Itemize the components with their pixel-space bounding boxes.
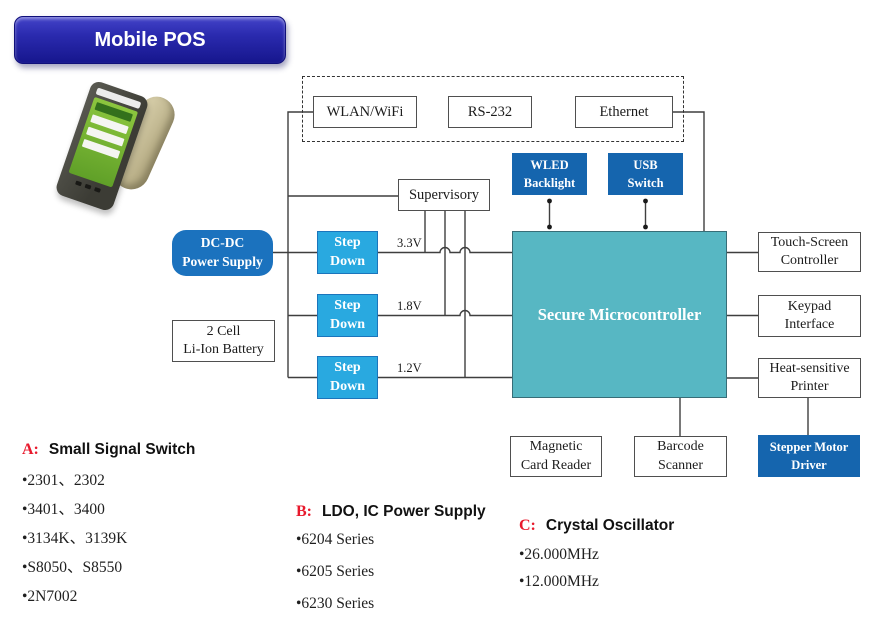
list-item: •12.000MHz	[519, 573, 599, 590]
list-item: •3134K、3139K	[22, 530, 128, 547]
voltage-label-1v2: 1.2V	[397, 361, 422, 375]
list-item: •S8050、S8550	[22, 559, 123, 576]
list-a-header: A: Small Signal Switch	[22, 441, 195, 459]
page-title: Mobile POS	[94, 28, 206, 51]
list-b-header: B: LDO, IC Power Supply	[296, 503, 486, 521]
list-a-key: A:	[22, 441, 39, 458]
block-li-ion-battery: 2 Cell Li-Ion Battery	[172, 320, 275, 362]
block-step-down-3: Step Down	[317, 356, 378, 399]
list-item: •2N7002	[22, 588, 78, 605]
list-item: •6204 Series	[296, 531, 375, 548]
voltage-label-1v8: 1.8V	[397, 299, 422, 313]
block-keypad-interface: Keypad Interface	[758, 295, 861, 337]
list-item: •3401、3400	[22, 501, 105, 518]
block-rs232: RS-232	[448, 96, 532, 128]
block-barcode-scanner: Barcode Scanner	[634, 436, 727, 477]
block-wled-backlight: WLED Backlight	[512, 153, 587, 195]
block-stepper-motor-driver: Stepper Motor Driver	[758, 435, 860, 477]
block-magnetic-card-reader: Magnetic Card Reader	[510, 436, 602, 477]
block-touch-screen-controller: Touch-Screen Controller	[758, 232, 861, 272]
part-list-a-small-signal-switch: A: Small Signal Switch •2301、2302 •3401、…	[22, 441, 195, 611]
connectivity-group-outline	[302, 76, 684, 142]
list-c-header: C: Crystal Oscillator	[519, 517, 674, 535]
part-list-c-crystal-oscillator: C: Crystal Oscillator •26.000MHz •12.000…	[519, 517, 674, 595]
list-item: •2301、2302	[22, 472, 105, 489]
list-item: •6205 Series	[296, 563, 375, 580]
list-item: •6230 Series	[296, 595, 375, 612]
list-a-title: Small Signal Switch	[48, 441, 196, 458]
list-b-title: LDO, IC Power Supply	[322, 503, 486, 520]
block-step-down-1: Step Down	[317, 231, 378, 274]
block-supervisory: Supervisory	[398, 179, 490, 211]
list-item: •26.000MHz	[519, 546, 599, 563]
block-wlan-wifi: WLAN/WiFi	[313, 96, 417, 128]
block-heat-sensitive-printer: Heat-sensitive Printer	[758, 358, 861, 398]
title-banner: Mobile POS	[14, 16, 286, 64]
block-step-down-2: Step Down	[317, 294, 378, 337]
list-c-title: Crystal Oscillator	[545, 517, 675, 534]
block-usb-switch: USB Switch	[608, 153, 683, 195]
list-c-key: C:	[519, 517, 536, 534]
list-b-key: B:	[296, 503, 312, 520]
block-ethernet: Ethernet	[575, 96, 673, 128]
block-dcdc-power-supply: DC-DC Power Supply	[172, 230, 273, 276]
block-secure-microcontroller: Secure Microcontroller	[512, 231, 727, 398]
part-list-b-ldo-ic-power-supply: B: LDO, IC Power Supply •6204 Series •62…	[296, 503, 486, 620]
voltage-label-3v3: 3.3V	[397, 236, 422, 250]
